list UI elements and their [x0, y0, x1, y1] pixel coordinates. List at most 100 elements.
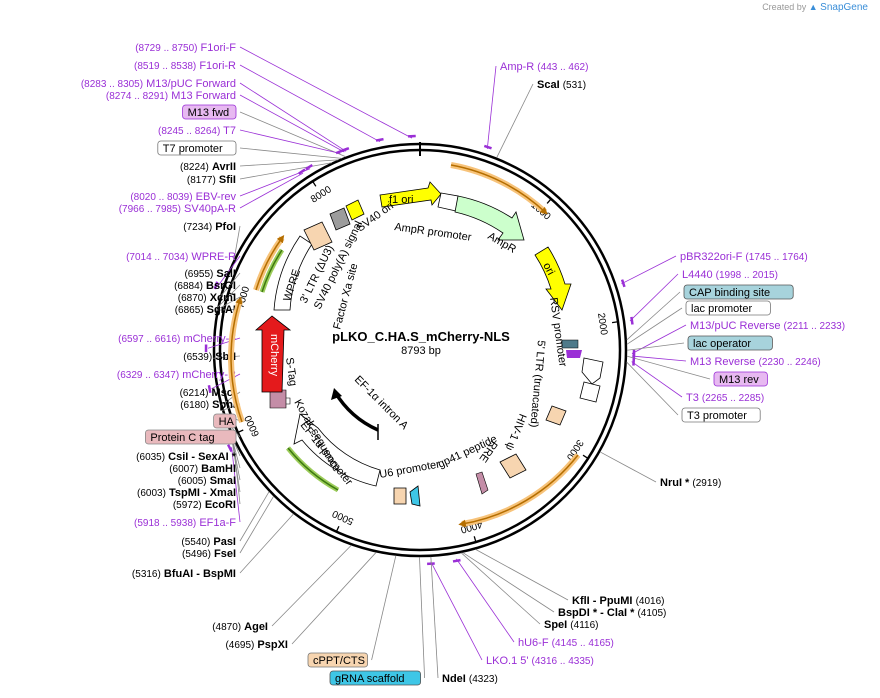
tick-mark	[546, 198, 552, 204]
site-name: PspXI	[257, 639, 288, 651]
svg-text:mCherry: mCherry	[268, 334, 280, 377]
enzyme-label-bspdi-clai: BspDI * - ClaI * (4105)	[558, 607, 666, 619]
orf-green-wpre-line	[261, 249, 283, 293]
site-coordinate: (5316)	[132, 569, 161, 580]
primer-mark	[483, 144, 492, 150]
enzyme-label-sfii: (8177) SfiI	[187, 174, 236, 186]
feature-label-box	[713, 371, 768, 387]
feature-label-t7-promoter: T7 promoter	[163, 143, 223, 155]
site-coordinate: (6329 .. 6347)	[117, 370, 179, 381]
feature-label-box	[329, 670, 421, 686]
primer-label-amp-r: Amp-R (443 .. 462)	[500, 61, 588, 73]
site-coordinate: (6007)	[169, 464, 198, 475]
tick-label: 6000	[243, 413, 262, 438]
snapgene-logo-icon: ▲	[808, 2, 818, 12]
leader-line	[430, 561, 483, 661]
feature-label-cppt-cts: cPPT/CTS	[313, 655, 365, 667]
site-coordinate: (6180)	[180, 400, 209, 411]
credit-prefix: Created by	[762, 2, 807, 12]
site-name: LKO.1 5'	[486, 655, 528, 667]
feature-label-m13-fwd: M13 fwd	[188, 107, 230, 119]
site-coordinate: (4116)	[570, 620, 598, 631]
tick-label: 2000	[595, 312, 609, 336]
primer-mark	[298, 168, 306, 175]
site-name: SgrAI	[207, 304, 236, 316]
site-coordinate: (6003)	[137, 488, 166, 499]
site-coordinate: (8729 .. 8750)	[135, 43, 197, 54]
site-name: EF1a-F	[199, 517, 236, 529]
feature-label-m13-rev: M13 rev	[719, 374, 759, 386]
enzyme-label-bfuai-bspmi: (5316) BfuAI - BspMI	[132, 568, 236, 580]
site-name: SalI	[216, 268, 236, 280]
site-coordinate: (2265 .. 2285)	[702, 393, 764, 404]
site-coordinate: (6539)	[183, 352, 212, 363]
enzyme-label-pfoi: (7234) PfoI	[183, 221, 236, 233]
svg-text:HIV-1 ψ: HIV-1 ψ	[503, 412, 529, 452]
site-name: SphI	[212, 399, 236, 411]
leader-line	[239, 159, 339, 167]
primer-label-t3: T3 (2265 .. 2285)	[686, 392, 764, 404]
leader-line	[239, 46, 413, 139]
site-coordinate: (6865)	[175, 305, 204, 316]
leader-line	[217, 284, 241, 308]
primer-label-lko-1-5: LKO.1 5' (4316 .. 4335)	[486, 655, 594, 667]
primer-label-ef1a-f: (5918 .. 5938) EF1a-F	[134, 517, 236, 529]
site-coordinate: (6214)	[180, 388, 209, 399]
enzyme-label-ecori: (5972) EcoRI	[173, 499, 236, 511]
tick-mark	[611, 321, 619, 324]
leader-line	[231, 447, 241, 523]
leader-line	[621, 255, 677, 285]
site-name: SmaI	[210, 475, 236, 487]
credit-badge: Created by ▲ SnapGene	[762, 2, 868, 13]
primer-label-f1ori-r: (8519 .. 8538) F1ori-R	[134, 60, 236, 72]
leader-line	[239, 168, 311, 197]
enzyme-label-sphi: (6180) SphI	[180, 399, 236, 411]
site-coordinate: (4105)	[637, 608, 666, 619]
site-name: M13/pUC Reverse	[690, 320, 780, 332]
site-name: F1ori-F	[201, 42, 237, 54]
site-name: T3	[686, 392, 699, 404]
leader-line	[626, 361, 679, 416]
site-name: mCherry-R	[182, 369, 236, 381]
site-name: EcoRI	[205, 499, 236, 511]
leader-line	[626, 307, 683, 345]
tick-mark	[473, 536, 477, 543]
tick-mark	[312, 180, 317, 187]
site-coordinate: (4870)	[212, 622, 241, 633]
site-name: AgeI	[244, 621, 268, 633]
site-coordinate: (2211 .. 2233)	[784, 321, 846, 332]
svg-text:EF-1α intron A: EF-1α intron A	[352, 374, 411, 433]
enzyme-label-pasi: (5540) PasI	[181, 536, 236, 548]
leader-line	[239, 496, 274, 554]
feature-label-box	[307, 652, 368, 668]
enzyme-label-csii-sexai: (6035) CsiI - SexAI *	[136, 451, 237, 463]
site-name: BfuAI - BspMI	[164, 568, 236, 580]
leader-line	[219, 272, 241, 298]
orf-green-ef1a-line	[287, 447, 339, 491]
svg-text:S-Tag: S-Tag	[283, 357, 299, 387]
feature-mcherry: mCherry	[254, 315, 292, 393]
site-name: T7	[223, 125, 236, 137]
leader-line	[626, 355, 711, 380]
site-name: MscI	[212, 387, 236, 399]
orf-arrow-upper-left	[253, 236, 285, 291]
leader-line	[419, 556, 425, 679]
feature-ori: ori	[534, 246, 572, 311]
site-coordinate: (8245 .. 8264)	[158, 126, 220, 137]
feature-kozak: Kozak sequence	[283, 398, 342, 474]
feature-s-tag: S-Tag	[269, 357, 299, 409]
tick-mark	[582, 454, 589, 459]
leader-line	[462, 552, 555, 613]
site-coordinate: (531)	[563, 80, 586, 91]
site-name: ScaI	[537, 79, 560, 91]
leader-line	[626, 291, 681, 341]
feature-label-protein-c-tag: Protein C tag	[150, 432, 214, 444]
leader-line	[626, 342, 685, 351]
feature-label-box	[182, 104, 237, 120]
feature-label-box	[685, 300, 771, 316]
primer-label-l4440: L4440 (1998 .. 2015)	[682, 269, 778, 281]
site-coordinate: (8283 .. 8305)	[81, 79, 143, 90]
feature-label-box	[213, 413, 237, 429]
leader-line	[271, 544, 352, 627]
site-name: mCherry-F	[183, 333, 236, 345]
